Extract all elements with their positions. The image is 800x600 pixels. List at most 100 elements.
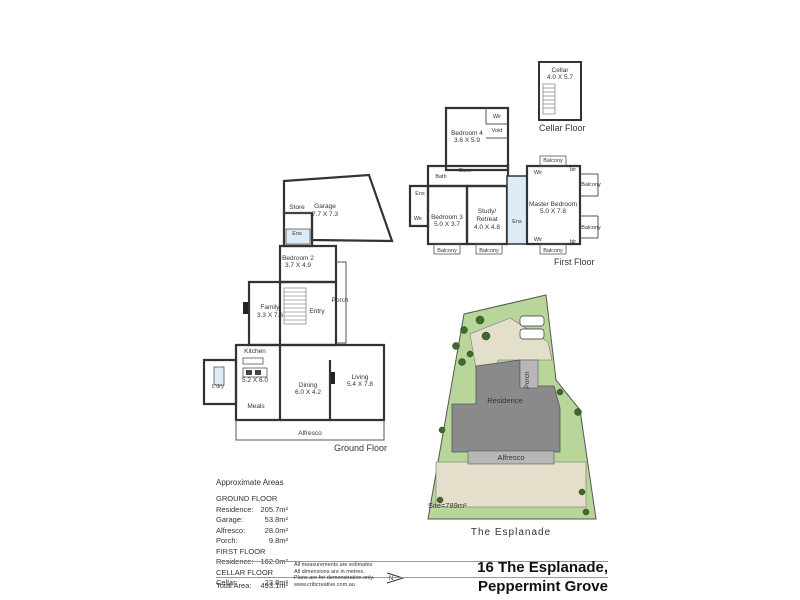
alfresco-roof	[467, 450, 555, 465]
porch-outline	[336, 261, 347, 344]
laundry-wet-area	[213, 366, 225, 386]
family-label: Family	[260, 304, 280, 311]
kitchen-size: 5.2 X 6.0	[242, 377, 268, 384]
balcony-master-label: Balcony	[543, 248, 563, 254]
laundry-walls	[202, 358, 238, 406]
wir-b4-label: Wir	[493, 114, 501, 120]
balcony-right-bottom-label: Balcony	[581, 225, 601, 231]
void-label: Void	[492, 128, 503, 134]
tree-icon	[436, 315, 590, 516]
wir-b3-label: Wir	[414, 216, 422, 222]
address-line-1: 16 The Esplanade,	[477, 559, 608, 576]
master-label: Master Bedroom	[529, 201, 577, 208]
family-size: 3.3 X 7.6	[257, 312, 283, 319]
address-line-2: Peppermint Grove	[477, 578, 608, 595]
area-row: Alfresco:28.0m²	[216, 525, 288, 535]
porch-roof	[519, 359, 539, 389]
bath-label: Bath	[435, 174, 446, 180]
rear-paving	[435, 461, 587, 508]
car-icon	[519, 315, 545, 340]
garage-label: Garage	[314, 203, 336, 210]
family-fireplace	[243, 302, 248, 314]
cellar-label: Cellar	[552, 67, 570, 74]
wir-master-top-label: Wir	[534, 170, 542, 176]
ground-floor-plan: Garage 7.7 X 7.3 Store Ens Bedroom 2 3.7…	[202, 173, 394, 453]
cellar-size: 4.0 X 5.7	[547, 74, 573, 81]
divider	[216, 561, 608, 562]
ground-floor-title: Ground Floor	[334, 443, 387, 453]
ensuite-first	[506, 175, 528, 245]
study-label-2: Retreat	[476, 216, 498, 223]
study-size: 4.0 X 4.8	[474, 224, 500, 231]
property-address: 16 The Esplanade, Peppermint Grove	[477, 558, 608, 596]
cooktop-icon	[246, 370, 252, 375]
area-row: Garage:53.8m²	[216, 515, 288, 524]
site-alfresco-label: Alfresco	[497, 453, 524, 462]
cellar-walls	[538, 61, 582, 121]
balcony-top-label: Balcony	[543, 158, 563, 164]
master-size: 5.0 X 7.8	[540, 208, 566, 215]
site-area-label: Site=789m²	[428, 501, 467, 510]
svg-text:N: N	[389, 575, 394, 582]
divider	[216, 577, 608, 578]
site-plan: Residence Porch Alfresco Site=789m² The …	[427, 294, 597, 538]
total-area: Total Area: 493.1m²	[216, 581, 288, 590]
kitchen-label: Kitchen	[244, 348, 266, 355]
street-label: The Esplanade	[471, 527, 551, 538]
dining-living-walls	[280, 343, 386, 422]
bedroom4-size: 3.6 X 5.9	[454, 137, 480, 144]
cellar-floor-plan: Cellar 4.0 X 5.7 Cellar Floor	[538, 61, 586, 133]
entry-walls	[280, 280, 338, 347]
bedroom2-size: 3.7 X 4.9	[285, 262, 311, 269]
garage-size: 7.7 X 7.3	[312, 211, 338, 218]
alfresco-outline	[235, 420, 385, 441]
area-row: Residence:205.7m²	[216, 504, 288, 514]
balcony-b3-label: Balcony	[437, 248, 457, 254]
living-label: Living	[352, 374, 369, 381]
first-floor-title: First Floor	[554, 257, 595, 267]
area-row: Porch:9.8m²	[216, 536, 288, 545]
first-floor-plan: Bedroom 4 3.6 X 5.9 Wir Void Bath Store …	[408, 106, 601, 267]
meals-label: Meals	[247, 403, 265, 410]
store-first-label: Store	[458, 168, 471, 174]
bedroom2-label: Bedroom 2	[282, 255, 314, 262]
balcony-right-top-label: Balcony	[581, 182, 601, 188]
porch-ground-label: Porch	[332, 297, 349, 304]
first-floor-header: FIRST FLOOR	[216, 546, 266, 556]
sink-icon	[255, 370, 261, 375]
bedroom3-label: Bedroom 3	[431, 214, 463, 221]
cellar-floor-title: Cellar Floor	[539, 123, 586, 133]
areas-list: GROUND FLOOR Residence:205.7m² Garage:53…	[216, 494, 288, 589]
laundry-label: L'dry	[212, 384, 224, 390]
living-fireplace	[331, 372, 335, 384]
ground-floor-header: GROUND FLOOR	[216, 494, 278, 503]
balcony-study-label: Balcony	[479, 248, 499, 254]
north-arrow-icon: N	[386, 572, 405, 584]
ens-first-label: Ens	[415, 191, 425, 197]
disclaimer: All measurements are estimates All dimen…	[294, 562, 375, 588]
site-residence-label: Residence	[487, 396, 522, 405]
area-row: Residence:162.0m²	[216, 557, 288, 566]
dining-size: 6.0 X 4.2	[295, 389, 321, 396]
bedroom4-label: Bedroom 4	[451, 130, 483, 137]
entry-stairs	[283, 287, 307, 325]
alfresco-ground-label: Alfresco	[298, 430, 322, 437]
approximate-areas-title: Approximate Areas	[216, 478, 284, 487]
ensuite-ground	[285, 228, 311, 245]
store-label: Store	[289, 204, 305, 211]
living-size: 5.4 X 7.8	[347, 381, 373, 388]
site-porch-label: Porch	[524, 371, 531, 388]
study-walls	[465, 184, 509, 246]
bedroom3-size: 5.0 X 3.7	[434, 221, 460, 228]
total-area-label: Total Area:	[216, 581, 252, 590]
cellar-floor-header: CELLAR FLOOR	[216, 567, 274, 577]
kitchen-bench	[242, 357, 264, 365]
area-row: Cellar:23.8m²	[216, 578, 288, 587]
wir-master-bottom-label: Wir	[534, 237, 542, 243]
bir-bottom-label: bir	[570, 239, 576, 245]
ens-ground-label: Ens	[292, 231, 302, 237]
bir-top-label: bir	[570, 167, 576, 173]
entry-label: Entry	[309, 308, 325, 315]
total-area-value: 493.1m²	[260, 581, 288, 590]
